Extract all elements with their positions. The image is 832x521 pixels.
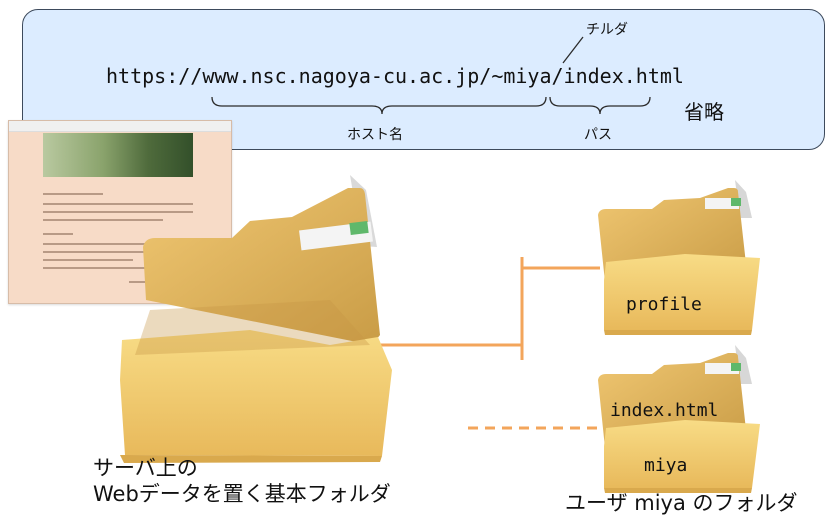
base-folder-icon [120,175,392,463]
miya-folder-caption: ユーザ miya のフォルダ [565,491,798,515]
browser-toolbar [9,121,231,132]
omit-label: 省略 [684,100,724,124]
tilde-label: チルダ [586,22,628,38]
path-label: パス [584,127,612,143]
host-brace [211,96,547,115]
base-folder-caption: サーバ上の Webデータを置く基本フォルダ [93,455,391,507]
host-label: ホスト名 [347,127,403,143]
index-file-label: index.html [610,400,719,421]
site-banner [43,133,193,177]
base-folder-caption-line1: サーバ上の [93,456,198,480]
miya-folder-label: miya [644,455,688,476]
tilde-pointer [562,36,584,64]
url-text: https://www.nsc.nagoya-cu.ac.jp/~miya/in… [106,64,684,88]
base-folder-caption-line2: Webデータを置く基本フォルダ [93,482,391,506]
path-brace [549,96,651,115]
profile-folder-icon [598,180,760,335]
profile-folder-label: profile [626,294,702,315]
miya-folder-icon [598,345,760,493]
